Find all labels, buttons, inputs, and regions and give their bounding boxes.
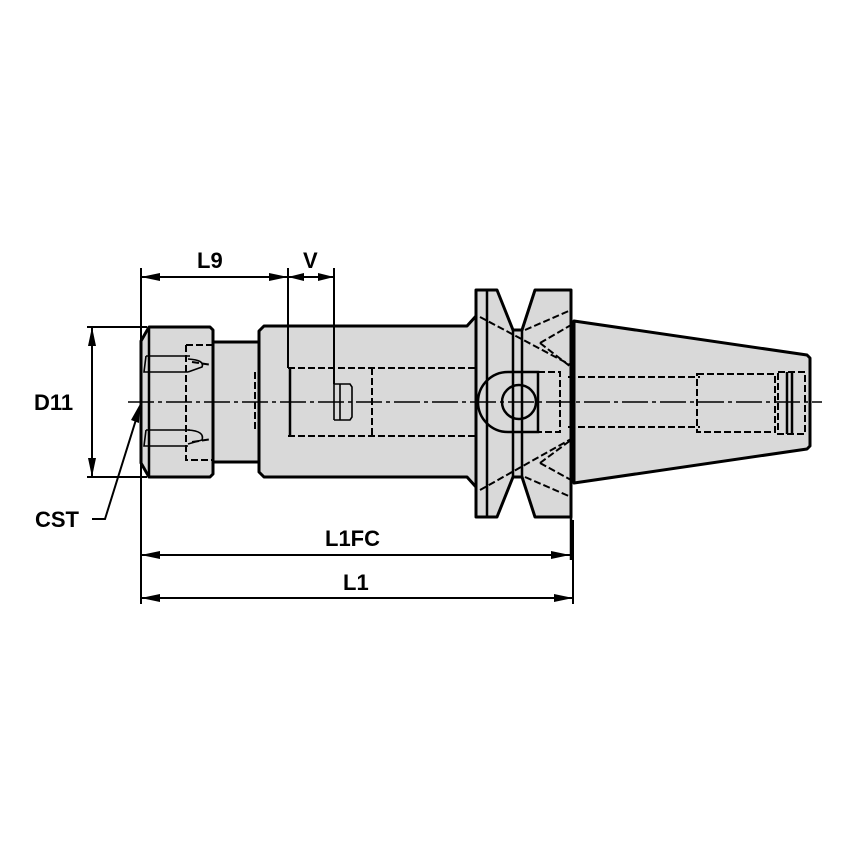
- flange: [474, 288, 581, 560]
- dimension-label-d11: D11: [34, 390, 74, 415]
- dimension-label-l1: L1: [343, 570, 369, 595]
- dimension-label-l1fc: L1FC: [325, 526, 380, 551]
- dimension-lines: [87, 268, 574, 604]
- dimension-label-l9: L9: [197, 248, 223, 273]
- dimension-label-v: V: [303, 248, 318, 273]
- dimension-label-cst: CST: [35, 507, 79, 532]
